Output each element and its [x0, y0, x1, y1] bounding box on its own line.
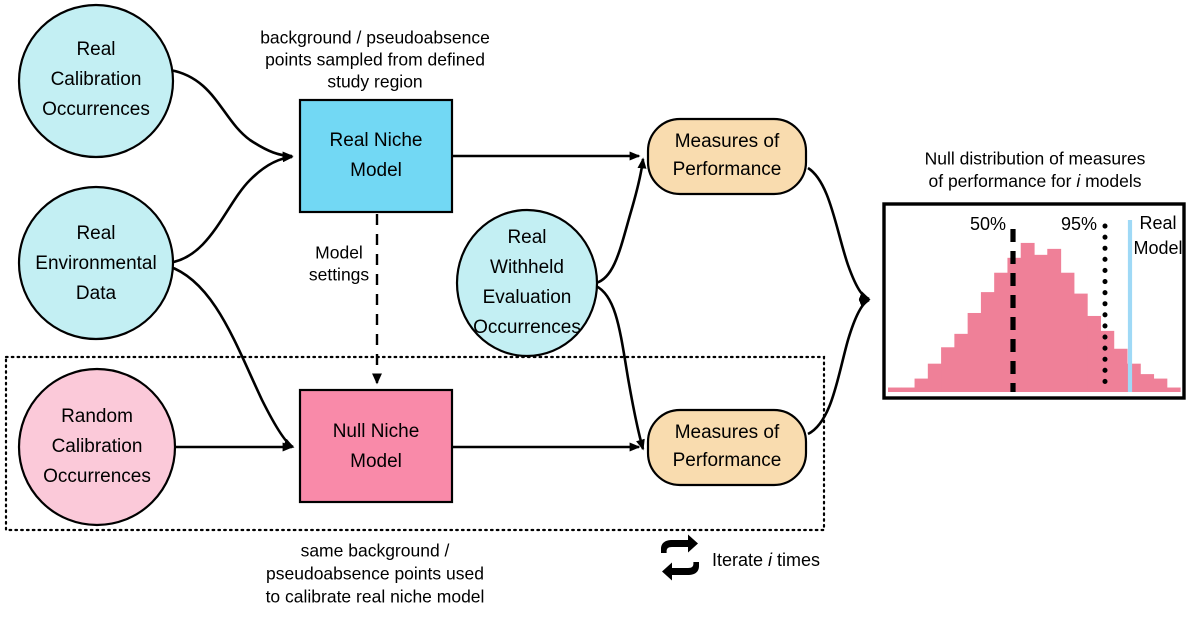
null-model-lane-outline — [4, 355, 826, 532]
node-random-calibration-line2: Calibration — [52, 436, 143, 457]
arrow-measures-bottom-to-histogram — [807, 298, 871, 436]
node-real-calibration-line2: Calibration — [51, 69, 142, 90]
histogram-bar — [927, 363, 942, 392]
histogram-marker-50-label: 50% — [970, 214, 1006, 234]
histogram-bar — [1140, 374, 1155, 392]
node-real-niche-model-line1: Real Niche — [330, 130, 423, 151]
histogram-bar — [1113, 348, 1128, 392]
background-note-line1: background / pseudoabsence — [260, 28, 490, 48]
histogram-bar — [994, 272, 1009, 392]
background-note-line3: study region — [327, 72, 422, 92]
model-settings-line2: settings — [309, 265, 370, 285]
arrow-measures-top-to-histogram — [807, 166, 871, 301]
node-measures-top-line1: Measures of — [675, 131, 780, 152]
node-real-calibration-occurrences[interactable] — [17, 3, 175, 159]
background-note-line2: points sampled from defined — [265, 50, 485, 70]
node-real-withheld-line1: Real — [507, 227, 546, 248]
node-measures-of-performance-bottom[interactable] — [646, 408, 808, 487]
histogram-title-line1: Null distribution of measures — [925, 149, 1146, 169]
arrow-environmental-to-real-model — [167, 153, 294, 265]
histogram-bar — [1153, 378, 1168, 392]
node-random-calibration-line3: Occurrences — [43, 466, 151, 487]
node-real-environmental-data[interactable] — [17, 185, 175, 341]
node-null-niche-model-line1: Null Niche — [333, 421, 420, 442]
node-measures-top-line2: Performance — [673, 159, 782, 180]
histogram-bar — [888, 387, 902, 392]
node-measures-bottom-line2: Performance — [673, 450, 782, 471]
histogram-bar — [1047, 248, 1062, 392]
histogram-marker-95-label: 95% — [1061, 214, 1097, 234]
node-random-calibration-line1: Random — [61, 406, 133, 427]
histogram-bar — [967, 312, 982, 392]
same-background-note-line2: pseudoabsence points used — [266, 564, 484, 584]
node-null-niche-model[interactable] — [298, 388, 454, 504]
node-real-withheld-line4: Occurrences — [473, 317, 581, 338]
node-real-environmental-line1: Real — [76, 223, 115, 244]
histogram-bar — [1020, 242, 1035, 392]
histogram-bar — [1060, 272, 1075, 392]
repeat-loop-icon — [661, 534, 699, 581]
node-measures-bottom-line1: Measures of — [675, 422, 780, 443]
histogram-bar — [1087, 315, 1101, 392]
node-real-withheld-line2: Withheld — [490, 257, 564, 278]
histogram-bar — [941, 347, 955, 392]
histogram-bar — [980, 292, 995, 392]
node-measures-of-performance-top[interactable] — [646, 117, 808, 196]
arrow-withheld-to-measures-top — [595, 157, 647, 285]
histogram-bar — [1166, 387, 1181, 392]
histogram-bar — [1073, 293, 1088, 392]
node-real-environmental-line3: Data — [76, 283, 117, 304]
node-real-environmental-line2: Environmental — [35, 253, 156, 274]
model-settings-line1: Model — [315, 243, 363, 263]
node-real-niche-model-line2: Model — [350, 160, 402, 181]
node-real-calibration-line1: Real — [76, 39, 115, 60]
histogram-bar — [954, 333, 969, 392]
node-real-withheld-line3: Evaluation — [483, 287, 572, 308]
histogram-bar — [914, 378, 929, 392]
iterate-label: Iterate i times — [712, 550, 820, 570]
node-random-calibration-occurrences[interactable] — [17, 367, 177, 527]
node-null-niche-model-line2: Model — [350, 451, 402, 472]
arrow-calibration-to-real-model — [169, 68, 294, 161]
node-real-calibration-line3: Occurrences — [42, 99, 150, 120]
histogram-real-model-label-line2: Model — [1133, 238, 1182, 258]
node-real-niche-model[interactable] — [298, 98, 454, 214]
same-background-note-line1: same background / — [301, 541, 450, 561]
arrow-withheld-to-measures-bottom — [595, 284, 645, 451]
histogram-bar — [901, 387, 916, 392]
arrow-environmental-to-null-model — [167, 264, 295, 449]
node-real-withheld-evaluation-occurrences[interactable] — [455, 208, 599, 358]
histogram-bar — [1034, 254, 1048, 392]
histogram-title-line2: of performance for i models — [928, 171, 1141, 191]
same-background-note-line3: to calibrate real niche model — [266, 587, 485, 607]
histogram-real-model-label-line1: Real — [1139, 213, 1176, 233]
histogram-bar — [1100, 330, 1115, 392]
